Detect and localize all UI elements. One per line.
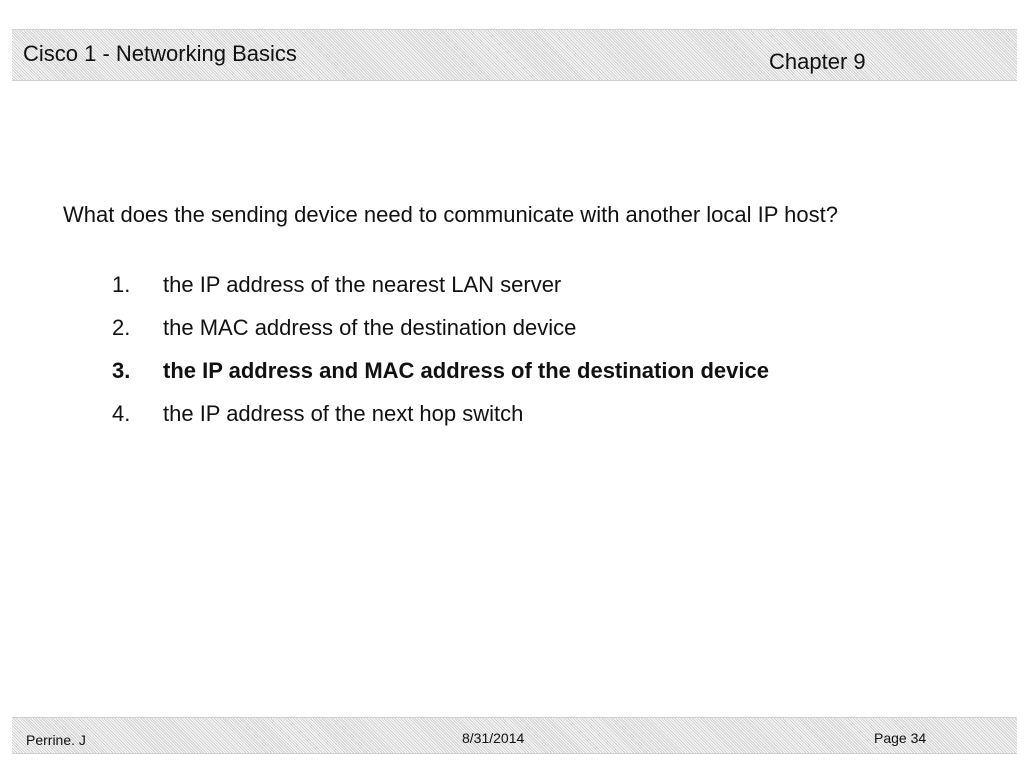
course-title: Cisco 1 - Networking Basics bbox=[23, 41, 297, 66]
answer-number: 1. bbox=[112, 272, 131, 297]
answer-number: 2. bbox=[112, 315, 131, 340]
answer-text: the IP address of the next hop switch bbox=[163, 401, 524, 426]
question-text: What does the sending device need to com… bbox=[63, 202, 838, 227]
answer-number: 3. bbox=[112, 358, 131, 383]
page-number: Page 34 bbox=[874, 730, 927, 746]
answer-text: the IP address of the nearest LAN server bbox=[163, 272, 562, 297]
answer-number: 4. bbox=[112, 401, 131, 426]
author-label: Perrine. J bbox=[26, 732, 86, 748]
chapter-label: Chapter 9 bbox=[769, 49, 866, 74]
answer-text: the IP address and MAC address of the de… bbox=[163, 358, 769, 383]
footer-bar: Perrine. J 8/31/2014 Page 34 bbox=[12, 717, 1017, 754]
answer-text: the MAC address of the destination devic… bbox=[163, 315, 577, 340]
header-bar: Cisco 1 - Networking Basics Chapter 9 bbox=[12, 29, 1017, 81]
date-label: 8/31/2014 bbox=[462, 730, 525, 746]
